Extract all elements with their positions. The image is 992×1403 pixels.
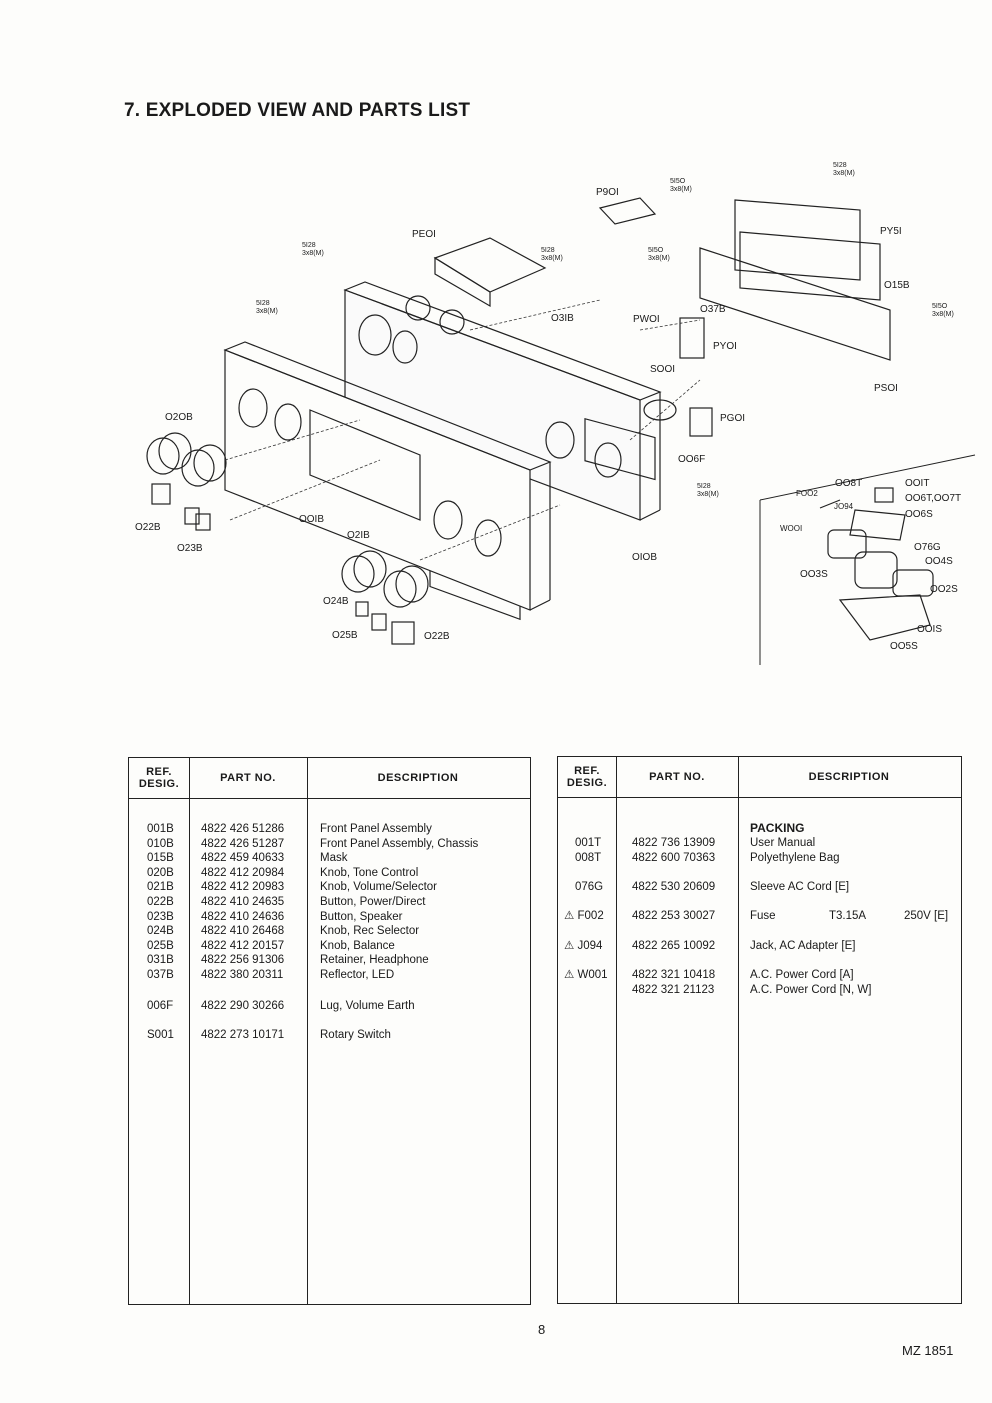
label-031b: O3IB	[551, 313, 574, 324]
table-header	[129, 758, 530, 799]
header-part-no: PART NO.	[649, 771, 705, 783]
label-p901: P9OI	[596, 187, 619, 198]
label-w001: WOOI	[780, 524, 803, 533]
label-006t-007t: OO6T,OO7T	[905, 493, 962, 504]
label-025b: O25B	[332, 630, 358, 641]
label-076g: O76G	[914, 542, 941, 553]
header-ref-desig: REF. DESIG.	[566, 765, 608, 789]
label-py01: PYOI	[713, 341, 737, 352]
label-006s: OO6S	[905, 509, 933, 520]
exploded-view-drawing	[146, 197, 976, 665]
label-ps01: PSOI	[874, 383, 898, 394]
label-008t: OO8T	[835, 478, 863, 489]
exploded-view-diagram: P9OI PEOI PY5I O15B O3IB PWOI O37B PYOI …	[0, 0, 992, 700]
label-010b: OIOB	[632, 552, 658, 563]
table-header	[558, 757, 961, 798]
label-f002: FOO2	[796, 489, 818, 498]
label-001b: OOIB	[299, 514, 325, 525]
page-number: 8	[538, 1322, 546, 1337]
header-description: DESCRIPTION	[808, 771, 890, 783]
label-006f: OO6F	[678, 454, 706, 465]
label-004s: OO4S	[925, 556, 953, 567]
label-020b: O2OB	[165, 412, 193, 423]
label-pe01: PEOI	[412, 229, 436, 240]
header-ref-desig: REF. DESIG.	[138, 766, 180, 790]
header-description: DESCRIPTION	[377, 772, 459, 784]
label-023b: O23B	[177, 543, 203, 554]
parts-table-right: REF. DESIG. PART NO. DESCRIPTION PACKING…	[557, 756, 962, 1304]
label-037b: O37B	[700, 304, 726, 315]
label-j094: JO94	[834, 502, 854, 511]
section-title-packing: PACKING	[750, 821, 805, 835]
document-code: MZ 1851	[902, 1343, 954, 1358]
label-024b: O24B	[323, 596, 349, 607]
label-021b: O2IB	[347, 530, 370, 541]
header-part-no: PART NO.	[220, 772, 276, 784]
label-015b: O15B	[884, 280, 910, 291]
label-pw01: PWOI	[633, 314, 660, 325]
label-001s: OOIS	[917, 624, 943, 635]
label-py51: PY5I	[880, 226, 902, 237]
label-005s: OO5S	[890, 641, 918, 652]
label-pg01: PGOI	[720, 413, 746, 424]
label-001t: OOIT	[905, 478, 930, 489]
label-022b-bottom: O22B	[424, 631, 450, 642]
label-003s: OO3S	[800, 569, 828, 580]
page-title: 7. EXPLODED VIEW AND PARTS LIST	[124, 100, 471, 121]
label-s001: SOOI	[650, 364, 676, 375]
label-002s: OO2S	[930, 584, 958, 595]
label-022b-left: O22B	[135, 522, 161, 533]
